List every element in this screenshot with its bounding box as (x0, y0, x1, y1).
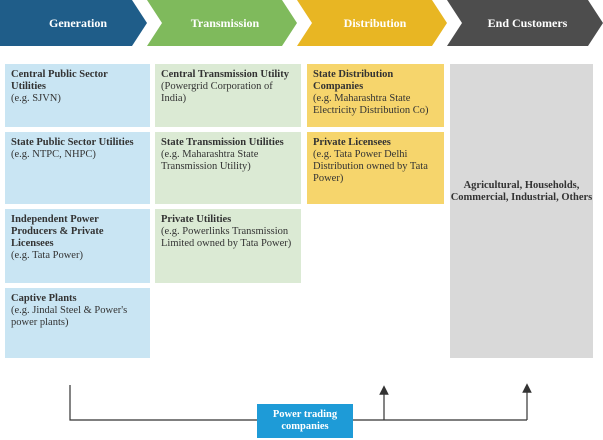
box-title: Independent Power Producers & Private Li… (11, 214, 104, 249)
stage-label-transmission: Transmission (190, 16, 260, 30)
box-note: (e.g. Maharashtra State Electricity Dist… (313, 93, 429, 116)
distribution-box-state: State Distribution Companies (e.g. Mahar… (307, 64, 444, 127)
box-title: State Transmission Utilities (161, 137, 284, 148)
box-note: (Powergrid Corporation of India) (161, 81, 273, 104)
box-title: Central Transmission Utility (161, 69, 289, 80)
box-title: Private Utilities (161, 214, 232, 225)
box-note: (e.g. Tata Power Delhi Distribution owne… (313, 149, 428, 184)
box-title: State Distribution Companies (313, 69, 394, 92)
box-note: (e.g. SJVN) (11, 93, 61, 104)
end-customers-box (450, 64, 593, 358)
box-note: (e.g. Powerlinks Transmission Limited ow… (161, 226, 292, 249)
stage-label-distribution: Distribution (343, 16, 407, 30)
box-title: State Public Sector Utilities (11, 137, 134, 148)
generation-box-central: Central Public Sector Utilities (e.g. SJ… (5, 64, 150, 127)
stage-label-end-customers: End Customers (487, 16, 568, 30)
generation-box-captive: Captive Plants (e.g. Jindal Steel & Powe… (5, 288, 150, 358)
transmission-box-central: Central Transmission Utility (Powergrid … (155, 64, 301, 127)
box-note: (e.g. Tata Power) (11, 250, 83, 261)
box-note: (e.g. Jindal Steel & Power's power plant… (11, 305, 128, 328)
chevron-transmission (147, 0, 297, 46)
generation-box-state: State Public Sector Utilities (e.g. NTPC… (5, 132, 150, 204)
stage-label-generation: Generation (49, 16, 107, 30)
stage-chevrons (0, 0, 603, 46)
transmission-box-private: Private Utilities (e.g. Powerlinks Trans… (155, 209, 301, 283)
chevron-end-customers (447, 0, 603, 46)
box-note: (e.g. Maharashtra State Transmission Uti… (161, 149, 259, 172)
box-title: Captive Plants (11, 293, 77, 304)
box-title: Central Public Sector Utilities (11, 69, 108, 92)
generation-box-ipp: Independent Power Producers & Private Li… (5, 209, 150, 283)
distribution-box-private: Private Licensees (e.g. Tata Power Delhi… (307, 132, 444, 204)
power-trading-box: Power trading companies (257, 404, 353, 438)
box-title: Private Licensees (313, 137, 391, 148)
chevron-generation (0, 0, 147, 46)
end-customers-text: Agricultural, Households, Commercial, In… (450, 180, 593, 203)
box-note: (e.g. NTPC, NHPC) (11, 149, 96, 160)
chevron-distribution (297, 0, 447, 46)
transmission-box-state: State Transmission Utilities (e.g. Mahar… (155, 132, 301, 204)
